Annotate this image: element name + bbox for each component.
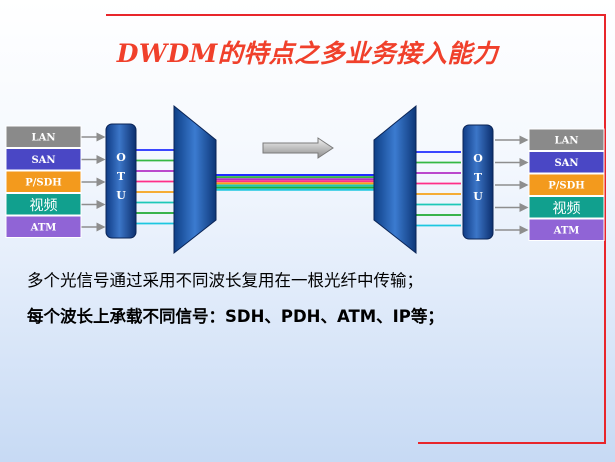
left-service-box-3	[5, 193, 82, 216]
rightOtuText-letter-1: T	[474, 171, 483, 184]
right-service-box-3	[528, 196, 605, 219]
left-service-list: LAN SAN P/SDH 视频 ATM	[5, 125, 82, 238]
page-title: DWDM的特点之多业务接入能力	[116, 39, 499, 68]
left-service-label-1: SAN	[31, 155, 55, 166]
right-service-label-2: P/SDH	[548, 180, 585, 191]
caption-multiplexing: 多个光信号通过采用不同波长复用在一根光纤中传输；	[27, 271, 423, 290]
rightOtuText-letter-2: U	[473, 190, 483, 203]
left-otu-label: OTU	[116, 151, 126, 202]
right-service-box-0	[528, 128, 605, 151]
left-service-box-0	[5, 125, 82, 148]
frame-top-line	[106, 14, 606, 16]
right-otu-label: OTU	[473, 152, 483, 203]
right-service-label-0: LAN	[555, 135, 579, 146]
right-service-label-4: ATM	[553, 225, 580, 236]
right-service-label-3: 视频	[553, 201, 581, 217]
leftOtuText-letter-2: U	[116, 189, 126, 202]
left-otu-box	[105, 123, 137, 239]
rightOtuText-letter-0: O	[473, 152, 483, 165]
caption-signals: 每个波长上承载不同信号：SDH、PDH、ATM、IP等；	[27, 307, 444, 326]
right-service-label-1: SAN	[554, 158, 578, 169]
leftOtuText-letter-0: O	[116, 151, 126, 164]
frame-right-line	[604, 14, 606, 444]
leftOtuText-letter-1: T	[117, 170, 126, 183]
left-client-lines	[81, 132, 106, 232]
left-service-label-4: ATM	[30, 222, 57, 233]
right-service-box-4	[528, 218, 605, 241]
direction-arrow-icon	[262, 137, 334, 159]
left-service-label-0: LAN	[32, 132, 56, 143]
multiplexer-shape	[173, 104, 217, 255]
right-service-list: LAN SAN P/SDH 视频 ATM	[528, 128, 605, 241]
demultiplexer-shape	[373, 104, 417, 255]
right-client-lines	[495, 135, 529, 235]
left-service-box-4	[5, 215, 82, 238]
left-service-label-3: 视频	[30, 198, 58, 214]
right-service-box-2	[528, 173, 605, 196]
fiber-bundle	[214, 174, 376, 191]
left-service-box-1	[5, 148, 82, 171]
right-otu-box	[462, 124, 494, 240]
left-service-box-2	[5, 170, 82, 193]
left-service-label-2: P/SDH	[25, 177, 62, 188]
frame-bottom-line	[418, 442, 606, 444]
right-service-box-1	[528, 151, 605, 174]
